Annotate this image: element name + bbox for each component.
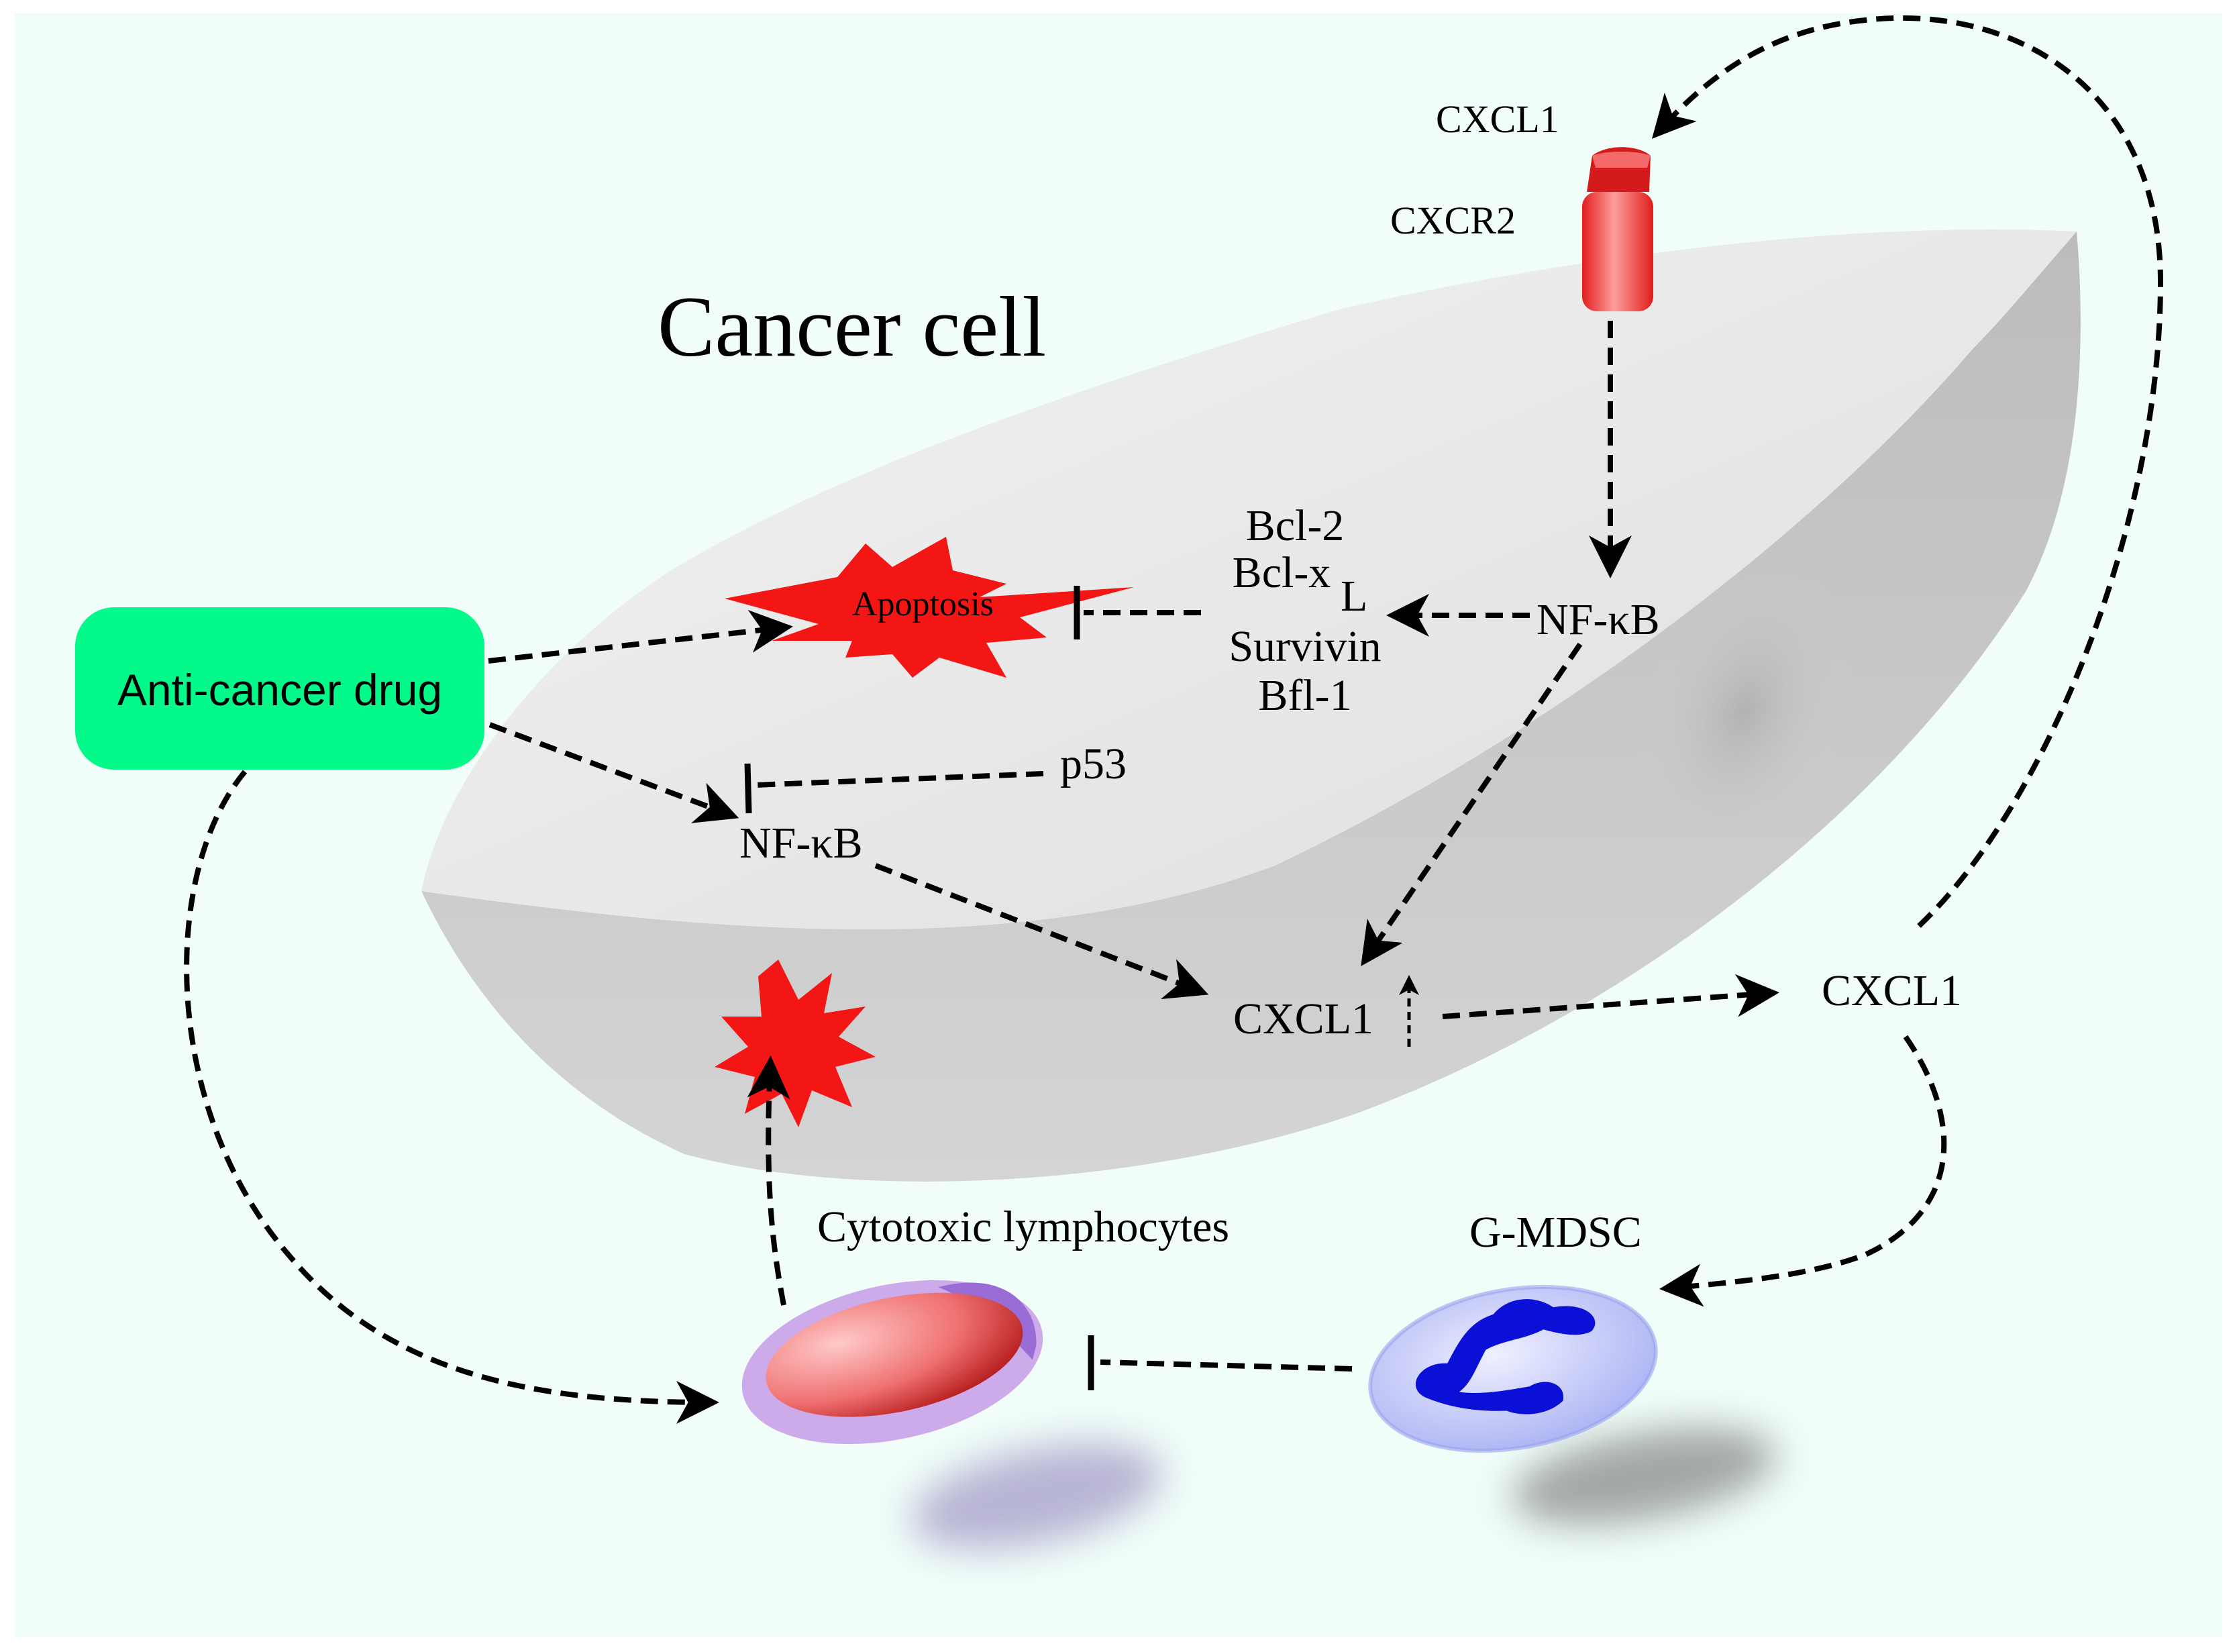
cancer-cell-top [421, 229, 2077, 929]
apoptosis-burst [725, 537, 1134, 678]
mdsc-shadow [1511, 1427, 1777, 1525]
nfkb-lower-label: NF-κB [739, 819, 863, 868]
cancer-cell-title: Cancer cell [658, 279, 1046, 374]
apoptosis-label: Apoptosis [852, 585, 994, 623]
cell-shading [1636, 562, 1853, 861]
edge-nfkb-lower-to-cxcl1 [874, 863, 1209, 1000]
edge-drug-to-lymphocytes [184, 770, 719, 1424]
lymphocyte-shadow [911, 1443, 1162, 1550]
mdsc-icon [1368, 1284, 1658, 1453]
edge-mdsc-inhibits-lymphocytes [1100, 1359, 1353, 1372]
edge-cxcl1-to-receptor [1651, 15, 2164, 928]
edge-lymphocytes-to-death [747, 1055, 790, 1306]
edge-drug-to-apoptosis [488, 610, 793, 664]
receptor-ligand-label: CXCL1 [1436, 97, 1559, 141]
gene-bclx-subscript: L [1341, 572, 1367, 621]
receptor-icon [1582, 147, 1653, 311]
edge-drug-to-nfkb [488, 722, 739, 823]
edge-nfkb-to-cxcl1 [1361, 642, 1583, 966]
anti-cancer-drug-box [75, 607, 484, 770]
gene-bcl2: Bcl-2 [1246, 501, 1345, 550]
edge-cxcl1-to-mdsc [1659, 1035, 1947, 1307]
edge-cxcl1-secretion [1442, 974, 1779, 1019]
edge-p53-inhibits-nfkb [754, 771, 1044, 788]
cxcl1-intracellular-label: CXCL1 [1233, 994, 1373, 1043]
anti-cancer-drug-label: Anti-cancer drug [117, 665, 442, 715]
inhibit-bar-p53 [744, 763, 752, 814]
cytotoxic-lymphocytes-label: Cytotoxic lymphocytes [817, 1202, 1229, 1251]
receptor-label: CXCR2 [1390, 199, 1516, 242]
gene-bfl1: Bfl-1 [1258, 671, 1351, 720]
gene-survivin: Survivin [1229, 622, 1381, 671]
p53-label: p53 [1060, 739, 1127, 788]
cancer-cell-side [421, 231, 2081, 1182]
nfkb-upper-label: NF-κB [1537, 595, 1660, 644]
lymphocyte-icon [741, 1280, 1043, 1445]
g-mdsc-label: G-MDSC [1469, 1208, 1642, 1257]
cxcl1-secreted-label: CXCL1 [1822, 966, 1962, 1015]
gene-bclx: Bcl-x [1233, 548, 1331, 597]
